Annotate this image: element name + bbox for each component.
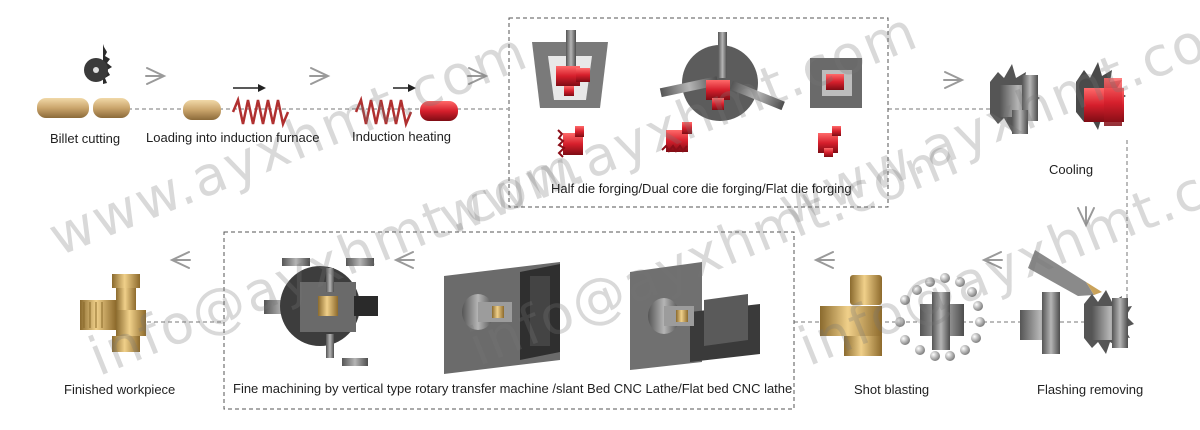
label-flashing-removing: Flashing removing xyxy=(1037,382,1144,397)
label-billet-cutting: Billet cutting xyxy=(50,131,121,146)
arrow-down-icon xyxy=(1077,206,1095,228)
forged-part-1 xyxy=(557,126,584,158)
shot-blasting-illustration xyxy=(820,273,985,361)
forged-part-3 xyxy=(818,126,841,157)
arrow-8-icon xyxy=(169,251,191,269)
loading-illustration xyxy=(183,84,290,129)
finished-workpiece-illustration xyxy=(80,274,146,352)
arrow-4-icon xyxy=(943,71,965,89)
label-finished-workpiece: Finished workpiece xyxy=(64,382,176,397)
label-loading: Loading into induction furnace xyxy=(146,130,320,145)
forging-box xyxy=(508,17,889,208)
label-cooling: Cooling xyxy=(1049,162,1094,177)
flow-arrows xyxy=(145,67,1095,269)
arrow-2-icon xyxy=(309,67,331,85)
label-forging: Half die forging/Dual core die forging/F… xyxy=(551,181,852,196)
billet-right xyxy=(93,98,130,118)
heating-illustration xyxy=(354,84,458,129)
coil-hot-icon xyxy=(354,95,413,129)
billet-hot xyxy=(420,101,458,121)
label-shot-blasting: Shot blasting xyxy=(854,382,930,397)
forging-illustration xyxy=(532,30,862,158)
arrow-6-icon xyxy=(813,251,835,269)
arrow-1-icon xyxy=(145,67,167,85)
flat-bed-lathe-illustration xyxy=(630,262,760,370)
flashing-removing-illustration xyxy=(1020,250,1134,354)
label-heating: Induction heating xyxy=(352,129,452,144)
slant-bed-lathe-illustration xyxy=(444,262,560,374)
arrow-5-icon xyxy=(981,251,1003,269)
arrow-7-icon xyxy=(393,251,415,269)
cooling-illustration xyxy=(990,62,1126,134)
arrow-3-icon xyxy=(467,67,489,85)
machining-box xyxy=(223,231,795,410)
steel-balls xyxy=(895,273,985,361)
label-fine-machining: Fine machining by vertical type rotary t… xyxy=(233,381,793,396)
billet-cutting-illustration xyxy=(37,44,130,118)
rotary-transfer-illustration xyxy=(264,258,378,366)
forged-part-2 xyxy=(661,122,692,153)
billet-left xyxy=(37,98,89,118)
chisel-icon xyxy=(1028,250,1094,296)
billet-loading xyxy=(183,100,221,120)
coil-icon xyxy=(231,95,290,129)
